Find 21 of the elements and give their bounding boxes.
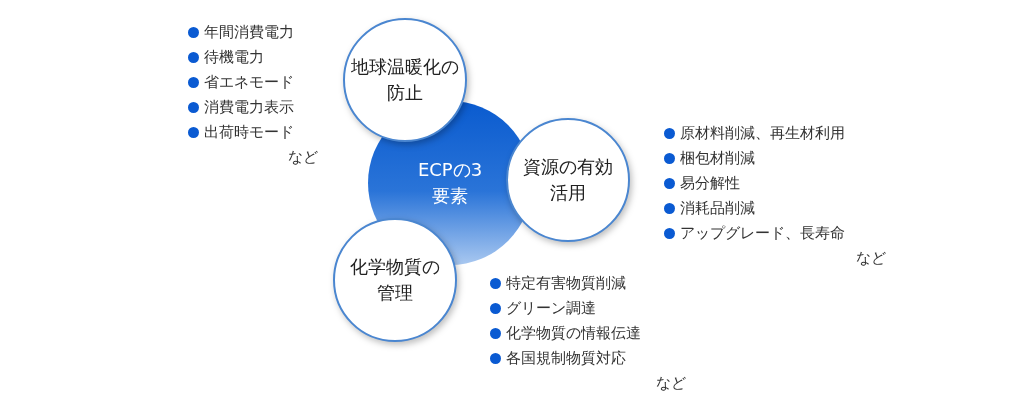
note-text: など	[656, 374, 686, 392]
note-text: など	[856, 249, 886, 267]
circle-label: 資源の有効活用	[522, 154, 614, 205]
list-item: 原材料削減、再生材利用	[680, 124, 845, 142]
list-item: 出荷時モード	[204, 123, 294, 141]
list-item: 消耗品削減	[680, 199, 755, 217]
list-item: 特定有害物質削減	[506, 274, 626, 292]
list-item: 待機電力	[204, 48, 264, 66]
list-item: 化学物質の情報伝達	[506, 324, 641, 342]
list-item: 年間消費電力	[204, 23, 294, 41]
list-item: グリーン調達	[506, 299, 596, 317]
note-text: など	[288, 148, 318, 166]
list-item: アップグレード、長寿命	[680, 224, 845, 242]
list-item: 易分解性	[680, 174, 740, 192]
circle-label: 地球温暖化の防止	[350, 54, 460, 105]
list-item: 消費電力表示	[204, 98, 294, 116]
list-item: 各国規制物質対応	[506, 349, 626, 367]
circle-label: 化学物質の管理	[350, 254, 440, 305]
circle-label: ECPの3要素	[416, 157, 484, 208]
list-item: 省エネモード	[204, 73, 294, 91]
list-item: 梱包材削減	[680, 149, 755, 167]
